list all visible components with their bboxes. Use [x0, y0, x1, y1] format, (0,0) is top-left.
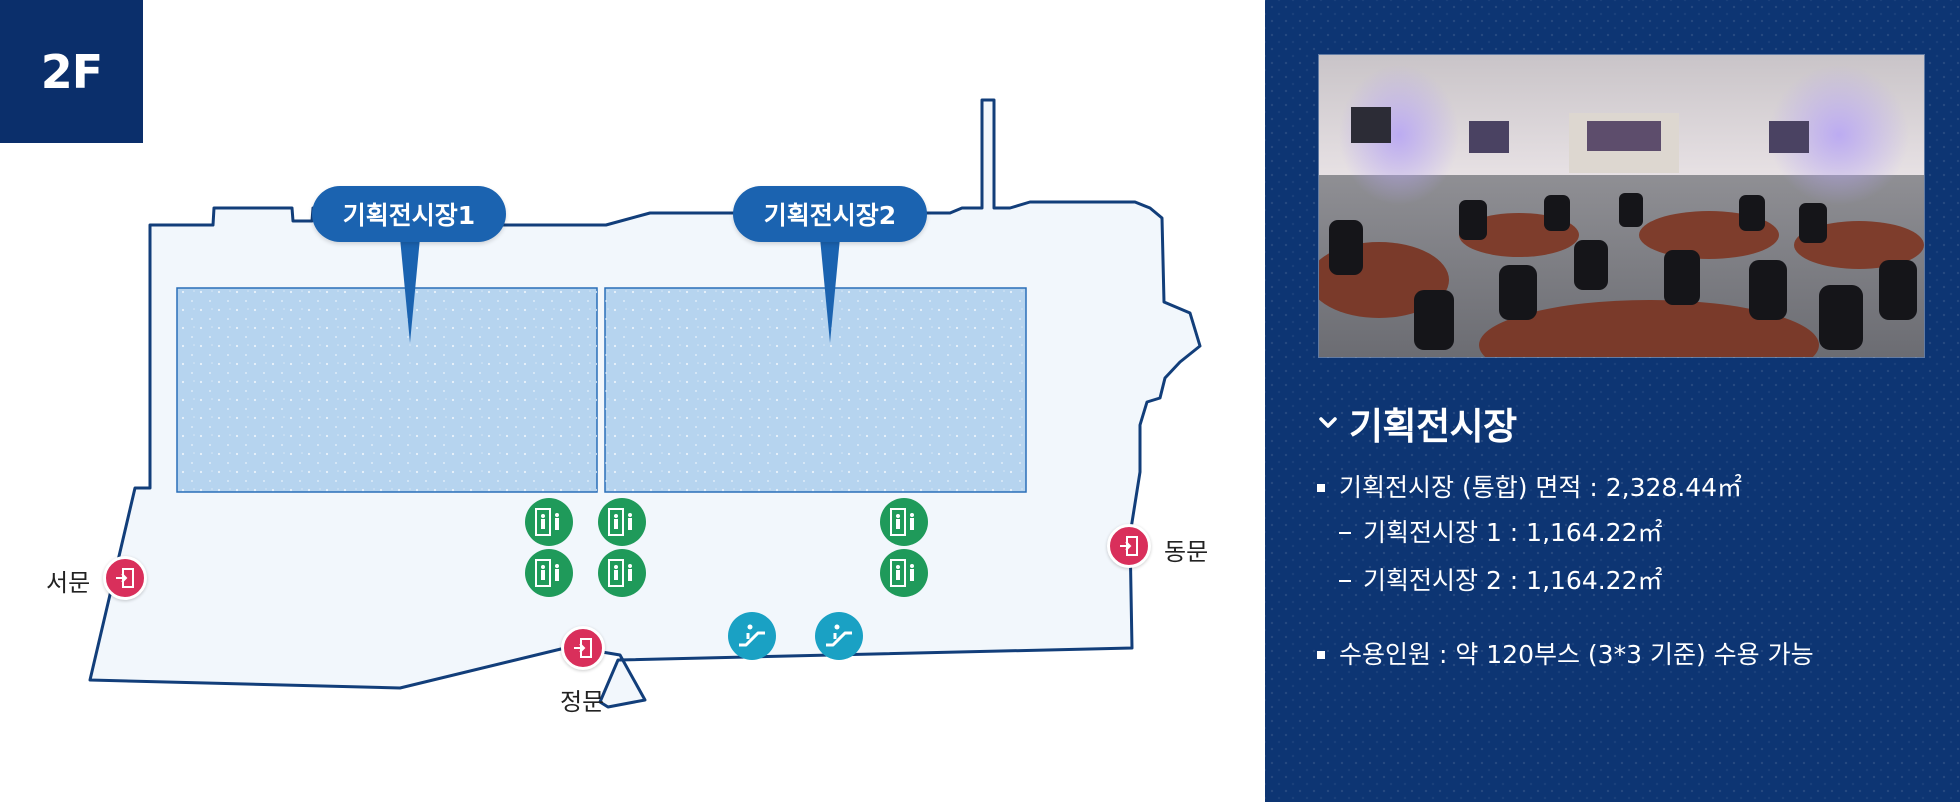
- bullet-icon: [1317, 650, 1325, 659]
- elevator-icon[interactable]: [880, 498, 928, 546]
- dash-icon: [1339, 579, 1351, 582]
- elevator-icon[interactable]: [598, 549, 646, 597]
- chevron-down-icon: [1319, 417, 1337, 428]
- spec-text: 수용인원 : 약 120부스 (3*3 기준) 수용 가능: [1339, 640, 1814, 669]
- floor-outline-map: [88, 98, 1202, 709]
- info-panel: 기획전시장 기획전시장 (통합) 면적 : 2,328.44㎡ 기획전시장 1 …: [1265, 0, 1960, 802]
- hall-1-pointer: [400, 238, 420, 343]
- spec-text: 기획전시장 (통합) 면적 : 2,328.44㎡: [1339, 473, 1743, 502]
- east-door-icon[interactable]: [1107, 524, 1151, 568]
- elevator-icon[interactable]: [525, 549, 573, 597]
- east-door-label: 동문: [1164, 538, 1209, 566]
- escalator-icon[interactable]: [728, 612, 776, 660]
- exhibition-hall-photo: [1318, 54, 1925, 358]
- west-door-icon[interactable]: [103, 556, 147, 600]
- spec-text: 기획전시장 1 : 1,164.22㎡: [1363, 518, 1663, 547]
- hall-2-pointer: [820, 238, 840, 343]
- bullet-icon: [1317, 483, 1325, 492]
- dash-icon: [1339, 531, 1351, 534]
- section-title: 기획전시장: [1349, 405, 1517, 448]
- spec-item: 수용인원 : 약 120부스 (3*3 기준) 수용 가능: [1317, 642, 1814, 667]
- main-door-label: 정문: [560, 688, 605, 716]
- spec-subitem: 기획전시장 2 : 1,164.22㎡: [1339, 568, 1663, 593]
- main-door-icon[interactable]: [561, 626, 605, 670]
- elevator-icon[interactable]: [598, 498, 646, 546]
- hall-1-callout[interactable]: 기획전시장1: [312, 186, 506, 242]
- spec-subitem: 기획전시장 1 : 1,164.22㎡: [1339, 520, 1663, 545]
- floor-plan: 2F 기획전시장1 기획전시장2 서문 정문 동문: [0, 0, 1209, 716]
- spec-text: 기획전시장 2 : 1,164.22㎡: [1363, 566, 1663, 595]
- hall-2-callout[interactable]: 기획전시장2: [733, 186, 927, 242]
- west-door-label: 서문: [46, 569, 91, 597]
- section-header: 기획전시장: [1317, 396, 1517, 450]
- elevator-icon[interactable]: [525, 498, 573, 546]
- floor-badge: 2F: [0, 0, 143, 143]
- escalator-icon[interactable]: [815, 612, 863, 660]
- spec-item: 기획전시장 (통합) 면적 : 2,328.44㎡: [1317, 475, 1742, 500]
- elevator-icon[interactable]: [880, 549, 928, 597]
